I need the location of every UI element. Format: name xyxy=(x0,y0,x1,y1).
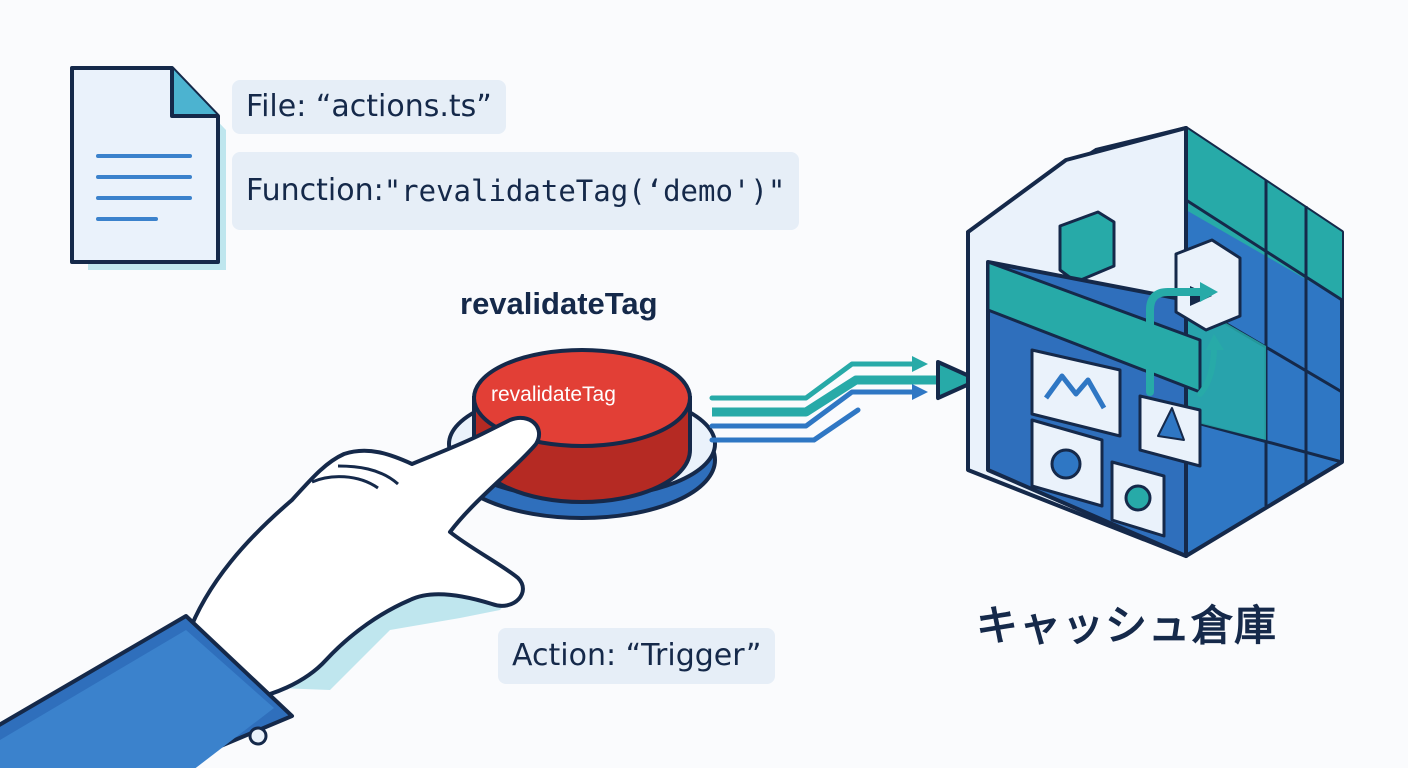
document-icon xyxy=(70,66,226,270)
action-label-text: Action: “Trigger” xyxy=(512,638,762,673)
button-title: revalidateTag xyxy=(460,286,658,321)
pointing-hand-icon xyxy=(0,416,541,768)
file-label: File: “actions.ts” xyxy=(232,80,506,134)
cache-warehouse-icon xyxy=(966,126,1344,558)
file-label-text: File: “actions.ts” xyxy=(246,89,492,124)
function-label-value: "revalidateTag(‘demo')" xyxy=(383,173,786,208)
function-label: Function: "revalidateTag(‘demo')" xyxy=(232,152,800,230)
action-label: Action: “Trigger” xyxy=(498,628,776,684)
warehouse-label: キャッシュ倉庫 xyxy=(976,601,1278,650)
button-face-label[interactable]: revalidateTag xyxy=(491,383,616,406)
function-label-prefix: Function: xyxy=(246,173,384,208)
